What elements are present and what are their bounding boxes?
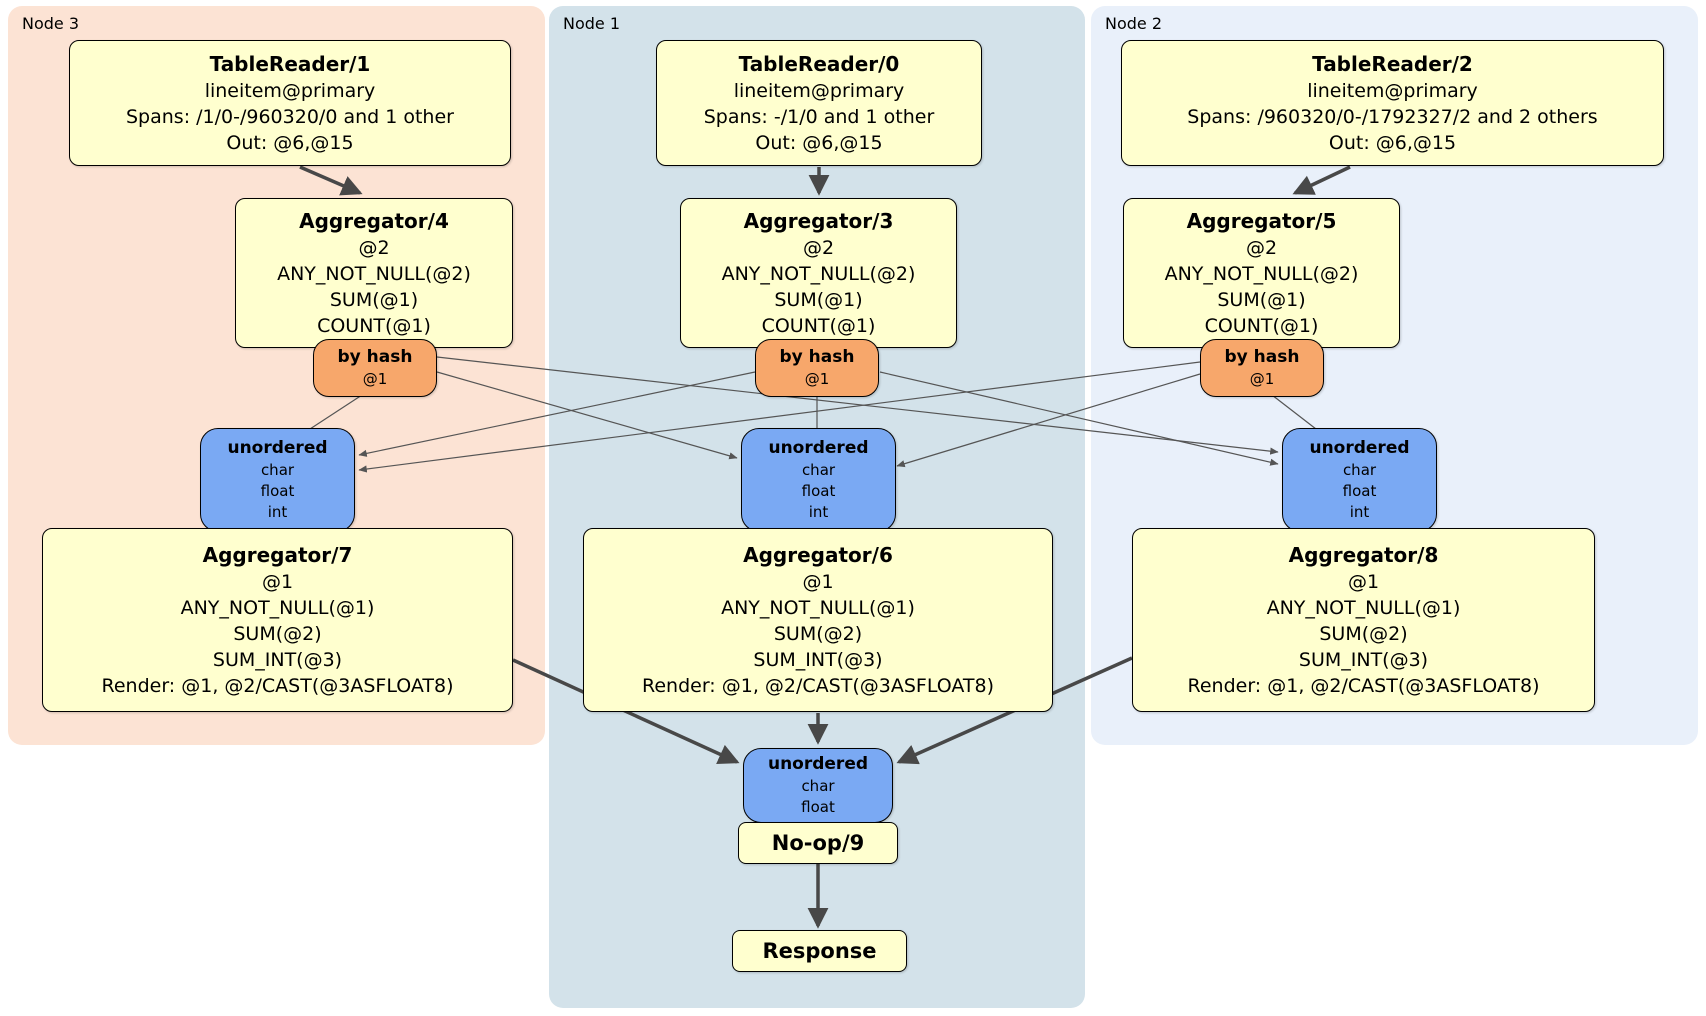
response-node: Response [732,930,907,972]
sync-column: int [808,503,829,521]
processor-detail: SUM_INT(@3) [753,649,883,671]
processor-title: TableReader/1 [209,52,371,76]
processor-title: Aggregator/7 [202,543,353,567]
processor-detail: SUM_INT(@3) [212,649,343,671]
processor-noop-9: No-op/9 [738,822,898,864]
processor-title: Aggregator/3 [743,209,894,233]
processor-detail: SUM(@1) [329,289,419,311]
processor-aggregator-8: Aggregator/8 @1 ANY_NOT_NULL(@1) SUM(@2)… [1132,528,1595,712]
processor-aggregator-3: Aggregator/3 @2 ANY_NOT_NULL(@2) SUM(@1)… [680,198,957,348]
processor-detail: Spans: /960320/0-/1792327/2 and 2 others [1187,106,1598,128]
processor-detail: @2 [802,237,835,259]
router-detail: @1 [362,370,388,388]
stream-routerR-syncL [358,361,1201,473]
sync-unordered-right: unordered char float int [1282,428,1437,532]
edge-tr1-agg4 [299,165,363,196]
sync-unordered-center: unordered char float int [741,428,896,532]
sync-column: int [267,503,288,521]
processor-tablereader-0: TableReader/0 lineitem@primary Spans: -/… [656,40,982,166]
processor-title: Aggregator/8 [1288,543,1439,567]
processor-title: Response [762,939,877,963]
node-panel-label: Node 1 [563,14,621,33]
processor-detail: Out: @6,@15 [755,132,883,154]
stream-routerR-syncR [1271,394,1317,430]
router-by-hash-right: by hash @1 [1200,339,1324,397]
processor-detail: SUM(@2) [773,623,863,645]
processor-detail: SUM_INT(@3) [1298,649,1429,671]
processor-detail: ANY_NOT_NULL(@1) [1266,597,1461,619]
processor-detail: Spans: /1/0-/960320/0 and 1 other [126,106,454,128]
processor-title: TableReader/2 [1312,52,1473,76]
sync-column: float [801,798,835,816]
processor-detail: SUM(@1) [774,289,863,311]
processor-title: TableReader/0 [738,52,900,76]
sync-column: float [1342,482,1377,500]
processor-title: Aggregator/5 [1186,209,1337,233]
processor-detail: @1 [802,571,834,593]
processor-detail: COUNT(@1) [317,315,431,337]
sync-column: char [801,461,836,479]
processor-detail: lineitem@primary [204,80,376,102]
sync-unordered-final: unordered char float [743,748,893,823]
sync-column: float [801,482,836,500]
sync-column: char [801,777,835,795]
router-detail: @1 [804,370,830,388]
processor-detail: ANY_NOT_NULL(@2) [277,263,471,285]
router-by-hash-left: by hash @1 [313,339,437,397]
processor-aggregator-4: Aggregator/4 @2 ANY_NOT_NULL(@2) SUM(@1)… [235,198,513,348]
processor-detail: ANY_NOT_NULL(@1) [180,597,375,619]
stream-routerC-syncL [358,371,756,457]
stream-routerC-syncR [879,371,1279,466]
processor-detail: @2 [1245,237,1278,259]
processor-tablereader-2: TableReader/2 lineitem@primary Spans: /9… [1121,40,1664,166]
sync-unordered-left: unordered char float int [200,428,355,532]
router-title: by hash [337,347,413,367]
sync-column: int [1349,503,1370,521]
processor-detail: COUNT(@1) [1204,315,1319,337]
processor-detail: SUM(@2) [1319,623,1408,645]
processor-aggregator-6: Aggregator/6 @1 ANY_NOT_NULL(@1) SUM(@2)… [583,528,1053,712]
edge-tr2-agg5 [1292,165,1351,195]
processor-title: Aggregator/4 [299,209,449,233]
sync-title: unordered [768,438,869,458]
processor-detail: ANY_NOT_NULL(@2) [721,263,916,285]
sync-title: unordered [1309,438,1410,458]
processor-detail: @1 [1347,571,1380,593]
stream-routerL-syncR [436,356,1279,455]
router-by-hash-center: by hash @1 [755,339,879,397]
processor-detail: @1 [261,571,294,593]
sync-column: char [1342,461,1377,479]
processor-detail: Render: @1, @2/CAST(@3ASFLOAT8) [642,675,994,697]
processor-detail: Spans: -/1/0 and 1 other [703,106,935,128]
processor-detail: ANY_NOT_NULL(@2) [1164,263,1359,285]
router-title: by hash [1224,347,1300,367]
sync-column: float [260,482,295,500]
processor-detail: SUM(@1) [1217,289,1306,311]
stream-routerL-syncC [436,371,738,460]
router-detail: @1 [1249,370,1275,388]
stream-routerL-syncL [309,394,363,430]
sync-title: unordered [767,754,869,774]
processor-title: No-op/9 [771,831,865,855]
processor-detail: ANY_NOT_NULL(@1) [721,597,915,619]
processor-tablereader-1: TableReader/1 lineitem@primary Spans: /1… [69,40,511,166]
processor-detail: Out: @6,@15 [226,132,354,154]
stream-routerR-syncC [896,373,1201,468]
processor-detail: lineitem@primary [1307,80,1478,102]
processor-detail: Out: @6,@15 [1328,132,1457,154]
processor-detail: SUM(@2) [233,623,322,645]
processor-detail: Render: @1, @2/CAST(@3ASFLOAT8) [1187,675,1540,697]
sync-title: unordered [227,438,328,458]
node-panel-label: Node 2 [1105,14,1163,33]
processor-detail: Render: @1, @2/CAST(@3ASFLOAT8) [101,675,454,697]
router-title: by hash [779,347,855,367]
processor-detail: COUNT(@1) [761,315,876,337]
processor-aggregator-5: Aggregator/5 @2 ANY_NOT_NULL(@2) SUM(@1)… [1123,198,1400,348]
node-panel-label: Node 3 [22,14,80,33]
processor-aggregator-7: Aggregator/7 @1 ANY_NOT_NULL(@1) SUM(@2)… [42,528,513,712]
processor-title: Aggregator/6 [743,543,893,567]
processor-detail: lineitem@primary [733,80,905,102]
processor-detail: @2 [358,237,390,259]
sync-column: char [260,461,295,479]
